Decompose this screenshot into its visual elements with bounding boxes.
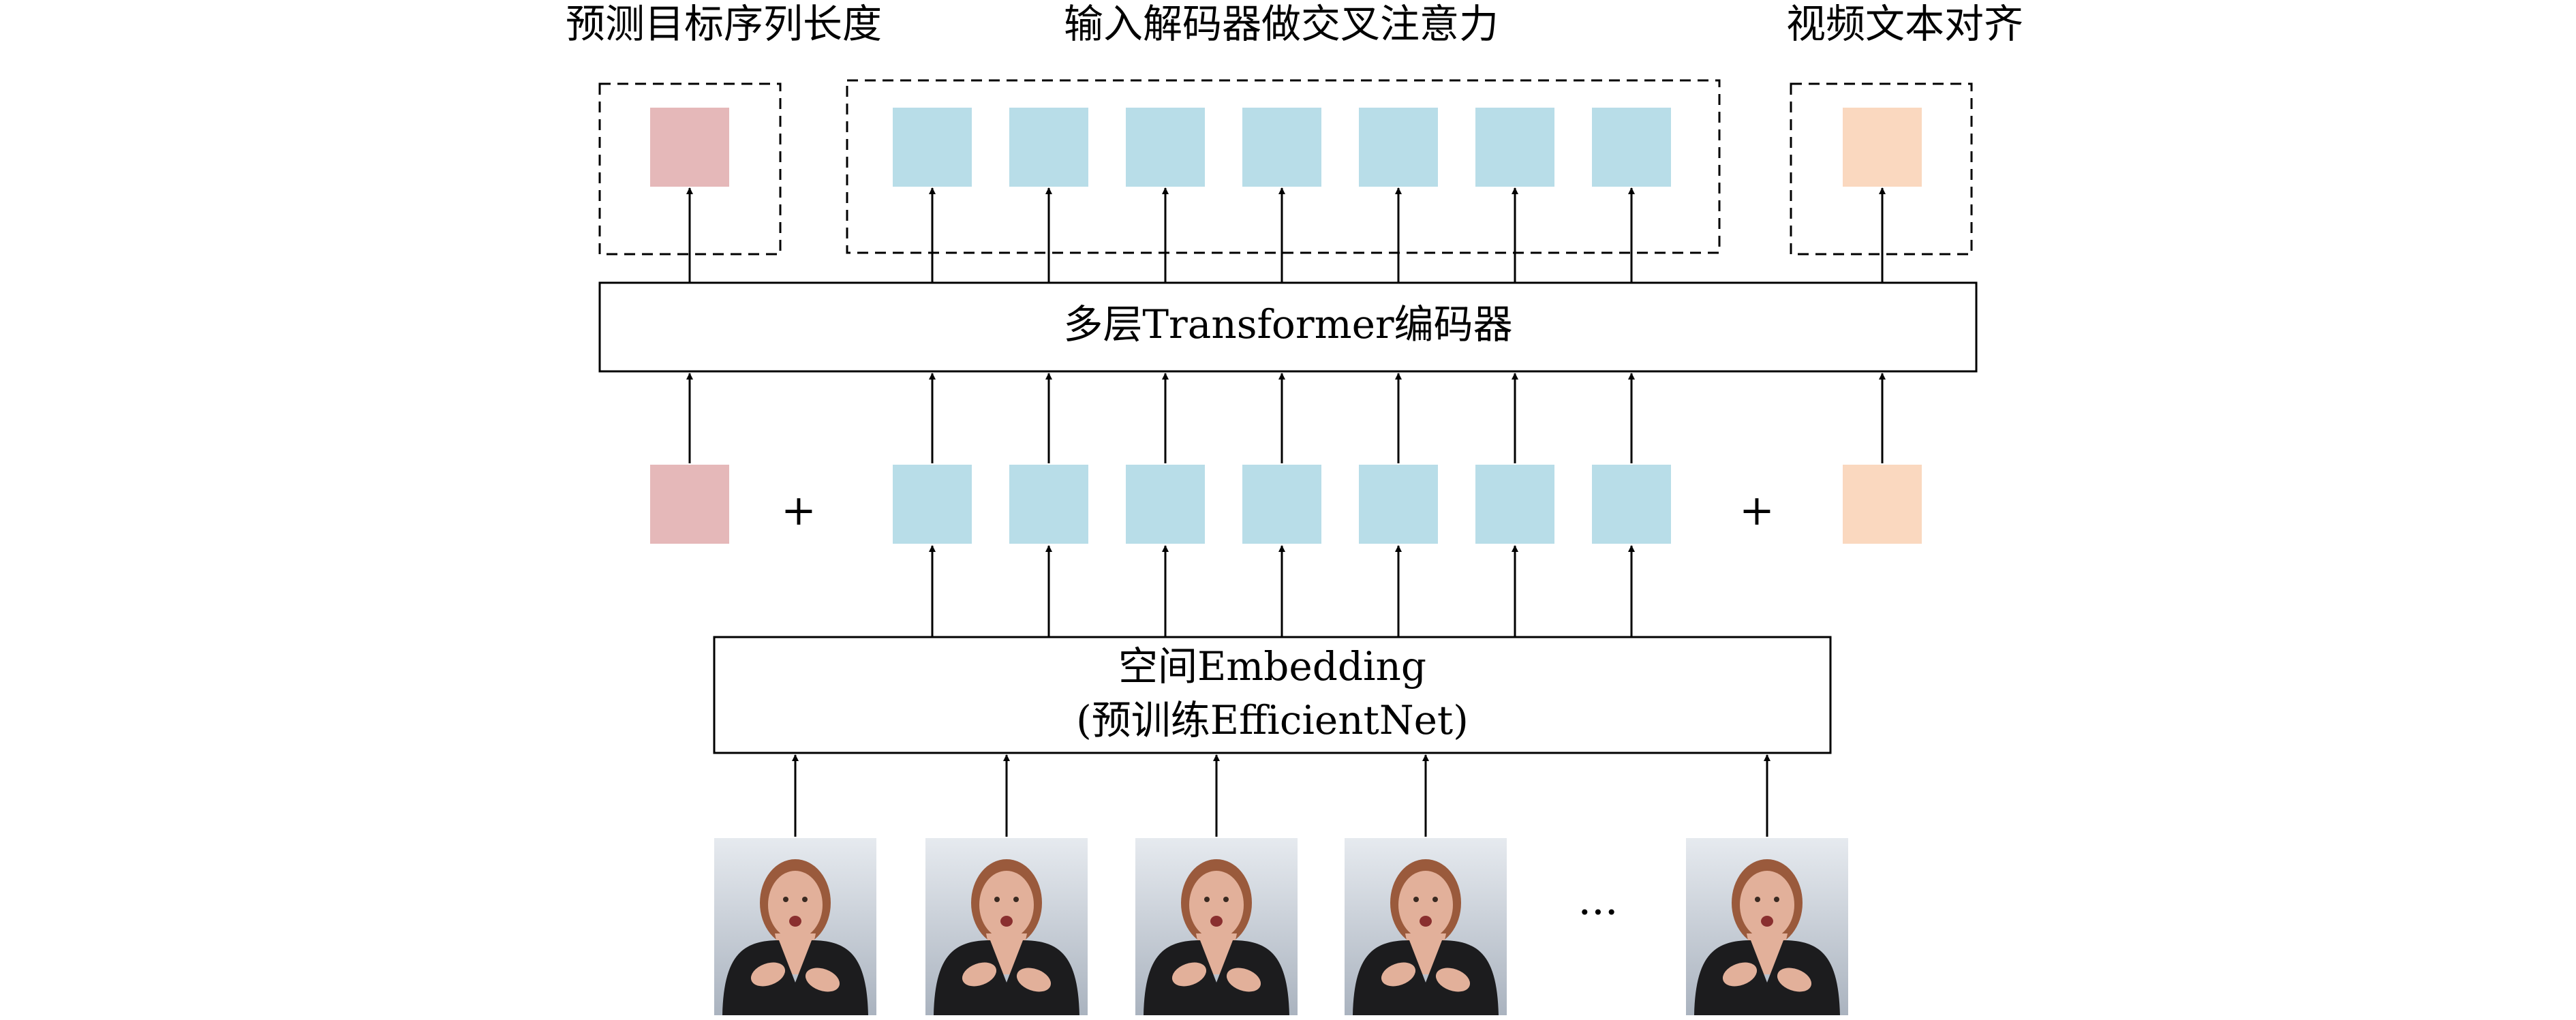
signer-face [1189, 871, 1244, 939]
signer-hand-left [1381, 962, 1416, 987]
signer-hand-right [1777, 968, 1812, 992]
plus-sign-right: + [1739, 485, 1775, 535]
signer-hand-left [750, 962, 786, 987]
signer-mouth [1761, 916, 1773, 927]
input-tokens [650, 465, 1922, 544]
visual-input-token-4 [1242, 465, 1321, 544]
visual-input-token-1 [893, 465, 972, 544]
spatial-embedding-label: 空间Embedding [1118, 643, 1426, 690]
signer-mouth [1420, 916, 1432, 927]
visual-input-token-6 [1475, 465, 1554, 544]
signer-jacket [1694, 940, 1840, 1015]
signer-eye-right [1432, 897, 1438, 902]
video-frame-5 [1686, 838, 1848, 1015]
decoder-output-token-5 [1359, 108, 1438, 187]
signer-face [768, 871, 823, 939]
signer-eye-right [1013, 897, 1019, 902]
length-group-box [598, 82, 782, 256]
video-frame-1 [714, 838, 876, 1015]
decoder-group-box [846, 79, 1721, 254]
signer-jacket [1144, 940, 1289, 1015]
decoder-output-token-4 [1242, 108, 1321, 187]
signer-hand-right [1016, 968, 1052, 992]
spatial-output-arrows [929, 545, 1635, 637]
output-arrows [686, 187, 1886, 283]
header-decoder-label: 输入解码器做交叉注意力 [1064, 1, 1499, 47]
align-group-box [1790, 82, 1973, 256]
length-input-token [650, 465, 729, 544]
plus-sign-left: + [781, 485, 816, 535]
output-tokens [650, 108, 1922, 187]
align-input-token [1843, 465, 1922, 544]
frames-ellipsis: ··· [1578, 887, 1618, 937]
signer-eye-left [1413, 897, 1419, 902]
spatial-embedding-box [713, 636, 1832, 754]
signer-jacket [934, 940, 1079, 1015]
signer-eye-left [783, 897, 788, 902]
signer-mouth [1000, 916, 1013, 927]
spatial-embedding-sublabel: (预训练EfficientNet) [1076, 697, 1469, 743]
signer-hand-right [1226, 968, 1261, 992]
header-length-label: 预测目标序列长度 [566, 1, 882, 47]
visual-input-token-7 [1592, 465, 1671, 544]
decoder-output-token-7 [1592, 108, 1671, 187]
signer-hand-left [1722, 962, 1758, 987]
signer-face [979, 871, 1034, 939]
video-frame-2 [925, 838, 1088, 1015]
signer-hand-right [1435, 968, 1471, 992]
visual-input-token-5 [1359, 465, 1438, 544]
visual-input-token-2 [1009, 465, 1088, 544]
visual-input-token-3 [1126, 465, 1205, 544]
signer-mouth [789, 916, 801, 927]
signer-eye-left [1755, 897, 1760, 902]
video-frames [714, 838, 1848, 1015]
signer-hand-right [805, 968, 840, 992]
video-frame-4 [1345, 838, 1507, 1015]
signer-hand-left [962, 962, 997, 987]
signer-eye-left [1204, 897, 1210, 902]
encoder-input-arrows [686, 373, 1886, 463]
signer-face [1740, 871, 1794, 939]
signer-face [1398, 871, 1453, 939]
decoder-output-token-2 [1009, 108, 1088, 187]
encoder-box [598, 281, 1978, 373]
signer-eye-right [1223, 897, 1229, 902]
signer-eye-left [994, 897, 1000, 902]
decoder-output-token-1 [893, 108, 972, 187]
signer-mouth [1210, 916, 1223, 927]
decoder-output-token-3 [1126, 108, 1205, 187]
signer-eye-right [802, 897, 808, 902]
length-output-token [650, 108, 729, 187]
encoder-label: 多层Transformer编码器 [1063, 301, 1512, 347]
frame-input-arrows [792, 754, 1770, 837]
video-frame-3 [1135, 838, 1298, 1015]
signer-hand-left [1171, 962, 1207, 987]
align-output-token [1843, 108, 1922, 187]
signer-eye-right [1774, 897, 1779, 902]
header-align-label: 视频文本对齐 [1786, 1, 2023, 47]
decoder-output-token-6 [1475, 108, 1554, 187]
signer-jacket [722, 940, 868, 1015]
signer-jacket [1353, 940, 1499, 1015]
